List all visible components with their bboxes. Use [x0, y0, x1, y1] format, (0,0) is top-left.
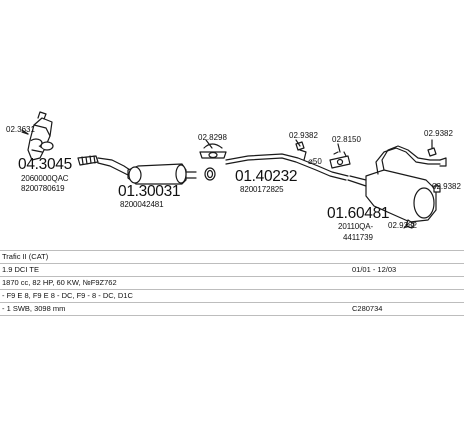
part-number-01-60481: 01.60481 — [327, 205, 390, 222]
wheelbase: - 1 SWB, 3098 mm — [2, 304, 66, 313]
engine-name: 1.9 DCI TE — [2, 265, 39, 274]
middle-pipe-icon — [225, 149, 349, 181]
exhaust-diagram: 02.3631 04.3045 2060000QAC 8200780619 01… — [6, 111, 461, 242]
front-muffler-icon — [127, 163, 197, 185]
catalytic-converter-icon — [21, 111, 54, 161]
part-label-02-9382-b: 02.9382 — [424, 129, 453, 138]
oem-number-2060000qac: 2060000QAC — [21, 174, 69, 183]
exhaust-system-drawing — [21, 111, 447, 229]
part-label-02-3631: 02.3631 — [6, 125, 35, 134]
production-dates: 01/01 - 12/03 — [352, 265, 397, 274]
part-label-02-8298: 02.8298 — [198, 133, 227, 142]
part-label-02-8150: 02.8150 — [332, 135, 361, 144]
vehicle-info-table: Trafic II (CAT) 1.9 DCI TE 01/01 - 12/03… — [0, 250, 464, 316]
part-number-01-40232: 01.40232 — [235, 168, 298, 185]
oem-number-8200042481: 8200042481 — [120, 200, 164, 209]
engine-spec: 1870 cc, 82 HP, 60 KW, №F9Z762 — [2, 278, 117, 287]
info-row-spec: 1870 cc, 82 HP, 60 KW, №F9Z762 — [0, 277, 464, 290]
catalog-code: C280734 — [352, 304, 383, 313]
oem-number-8200780619: 8200780619 — [21, 184, 65, 193]
part-label-02-9382-a: 02.9382 — [289, 131, 318, 140]
part-number-04-3045: 04.3045 — [18, 156, 72, 173]
oem-number-4411739: 4411739 — [343, 233, 373, 242]
diameter-label: ø50 — [308, 157, 322, 166]
gasket-icon — [329, 151, 351, 169]
info-row-engine: 1.9 DCI TE 01/01 - 12/03 — [0, 264, 464, 277]
oem-number-8200172825: 8200172825 — [240, 185, 284, 194]
rear-muffler-icon — [347, 145, 447, 223]
part-number-01-30031: 01.30031 — [118, 183, 181, 200]
part-label-02-9382-d: 02.9382 — [388, 221, 417, 230]
info-row-model: Trafic II (CAT) — [0, 250, 464, 264]
rubber-mount-icon — [199, 143, 227, 159]
info-row-engine-codes: - F9 E 8, F9 E 8 - DC, F9 - 8 - DC, D1C — [0, 290, 464, 303]
vehicle-model: Trafic II (CAT) — [2, 252, 49, 261]
info-row-wheelbase: - 1 SWB, 3098 mm C280734 — [0, 303, 464, 316]
engine-codes: - F9 E 8, F9 E 8 - DC, F9 - 8 - DC, D1C — [2, 291, 133, 300]
part-label-02-9382-c: 02.9382 — [432, 182, 461, 191]
oem-number-20110qa: 20110QA- — [338, 222, 374, 231]
flex-pipe-icon — [77, 155, 131, 176]
clamp-icon — [204, 167, 216, 181]
